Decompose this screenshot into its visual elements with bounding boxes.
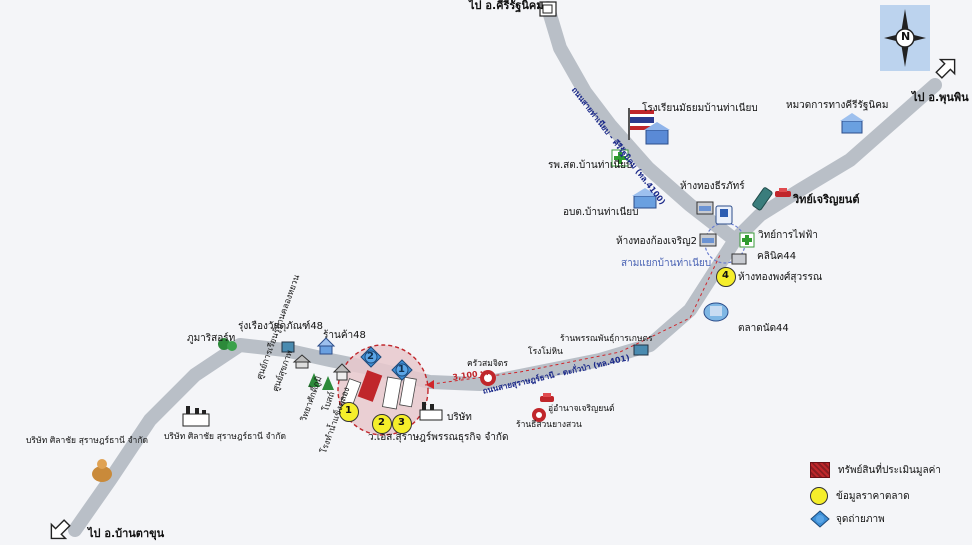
garden-shop-icon bbox=[532, 408, 546, 422]
market-icon bbox=[703, 302, 729, 322]
label-to-srirat: ไป อ.คีรีรัฐนิคม bbox=[469, 0, 544, 12]
tambon-office-icon bbox=[632, 188, 658, 209]
market-marker-4[interactable] bbox=[716, 267, 736, 287]
compass-rose-icon bbox=[884, 9, 926, 67]
label-to-ban-ta-khun: ไป อ.บ้านตาขุน bbox=[88, 527, 165, 540]
legend-property-swatch bbox=[810, 462, 830, 478]
garage-car-icon bbox=[540, 393, 554, 402]
label-health-station: รพ.สต.บ้านท่าเนียบ bbox=[548, 160, 633, 171]
car-icon bbox=[775, 188, 791, 197]
label-garage: อู่อำนาจเจริญยนต์ bbox=[548, 404, 615, 414]
market-marker-3[interactable] bbox=[392, 414, 412, 434]
label-shop48: ร้านค้า48 bbox=[323, 330, 366, 341]
market-marker-2[interactable] bbox=[372, 414, 392, 434]
road-network bbox=[68, 1, 942, 537]
label-company-full: ว.เอส.สุราษฎร์พรรณธุรกิจ จำกัด bbox=[368, 432, 509, 443]
buddha-icon bbox=[92, 459, 112, 482]
label-school: โรงเรียนมัธยมบ้านท่าเนียบ bbox=[642, 103, 758, 114]
gold-shop-2-icon bbox=[699, 233, 717, 247]
resort-tree-icon bbox=[218, 338, 237, 351]
label-construction-shop: รุ่งเรืองวัสดุภัณฑ์48 bbox=[238, 321, 324, 332]
legend-market-label: ข้อมูลราคาตลาด bbox=[836, 490, 910, 502]
market-marker-4-label: 4 bbox=[722, 270, 729, 281]
compass-letter: N bbox=[901, 30, 911, 43]
subject-buildings bbox=[340, 376, 417, 410]
road-northeast bbox=[728, 78, 942, 247]
legend-row-photo: จุดถ่ายภาพ bbox=[810, 510, 885, 528]
label-clinic: คลินิค44 bbox=[757, 251, 797, 262]
legend-property-label: ทรัพย์สินที่ประเมินมูลค่า bbox=[838, 464, 941, 476]
photo-marker-1[interactable] bbox=[391, 359, 413, 381]
market-marker-1[interactable] bbox=[339, 402, 359, 422]
photo-marker-1-label: 1 bbox=[398, 364, 405, 375]
arrow-north-icon bbox=[539, 1, 557, 17]
hospital-cross-icon-2 bbox=[739, 232, 755, 248]
market-marker-1-label: 1 bbox=[345, 405, 352, 416]
label-market: ตลาดนัด44 bbox=[738, 323, 789, 334]
label-electric: วิทย์การไฟฟ้า bbox=[758, 230, 818, 241]
learning-center-icon bbox=[292, 354, 312, 369]
arrow-northeast-icon bbox=[935, 58, 956, 79]
factory-company-icon bbox=[419, 402, 443, 421]
legend-row-property: ทรัพย์สินที่ประเมินมูลค่า bbox=[810, 462, 941, 478]
construction-shop-icon bbox=[281, 341, 295, 353]
flag-icon bbox=[628, 108, 654, 140]
factory-silathai-icon bbox=[182, 406, 210, 427]
clinic-icon bbox=[731, 253, 747, 265]
road-north bbox=[541, 1, 742, 247]
legend-row-market: ข้อมูลราคาตลาด bbox=[810, 487, 910, 505]
label-to-phunphin: ไป อ.พุนพิน bbox=[912, 91, 969, 104]
bus-icon bbox=[752, 187, 773, 211]
compass: N bbox=[880, 5, 930, 71]
hospital-cross-icon bbox=[611, 149, 629, 167]
market-marker-3-label: 3 bbox=[398, 417, 405, 428]
label-garden-shop: ร้านธีสวนยางสวน bbox=[516, 420, 582, 430]
label-company: บริษัท bbox=[447, 412, 472, 423]
gold-shop-1-icon bbox=[696, 201, 714, 215]
label-gold-shop-2: ห้างทองก้องเจริญ2 bbox=[616, 236, 698, 247]
legend: ทรัพย์สินที่ประเมินมูลค่า ข้อมูลราคาตลาด… bbox=[810, 462, 970, 542]
tree-icon-2 bbox=[322, 376, 334, 390]
label-gold-shop-1: ห้างทองธีรภัทร์ bbox=[680, 181, 745, 192]
label-kitchen: ครัวสมจิตร bbox=[467, 359, 508, 369]
atm-icon bbox=[715, 205, 733, 225]
label-silathai-1: บริษัท ศิลาชัย สุราษฎร์ธานี จำกัด bbox=[164, 432, 286, 442]
subject-property-shape bbox=[357, 370, 383, 402]
label-rice-mill: โรงโม่หิน bbox=[528, 347, 563, 357]
label-resort: ภูมาริสอร์ท bbox=[187, 333, 236, 344]
photo-marker-2-label: 2 bbox=[367, 351, 374, 362]
label-intersection: สามแยกบ้านท่าเนียบ bbox=[621, 258, 712, 269]
photo-marker-2[interactable] bbox=[360, 346, 382, 368]
arrow-southwest-icon bbox=[50, 519, 71, 540]
highway-unit-icon bbox=[840, 113, 864, 134]
distance-arrow bbox=[426, 380, 434, 389]
shop48-icon bbox=[316, 337, 336, 355]
agri-shop-icon bbox=[633, 344, 649, 356]
label-gold-shop-3: ห้างทองพงศ์สุวรรณ bbox=[738, 272, 823, 283]
school-icon bbox=[644, 122, 670, 145]
legend-photo-icon bbox=[810, 510, 830, 528]
label-agri-shop: ร้านพรรณพันธุ์การเกษตร bbox=[560, 334, 653, 344]
church-icon bbox=[332, 363, 352, 381]
label-silathai-2: บริษัท ศิลาชัย สุราษฎร์ธานี จำกัด bbox=[26, 436, 148, 446]
market-marker-2-label: 2 bbox=[378, 417, 385, 428]
legend-photo-label: จุดถ่ายภาพ bbox=[836, 513, 885, 525]
kitchen-icon bbox=[480, 370, 496, 386]
tree-icon bbox=[308, 373, 320, 387]
legend-market-swatch bbox=[810, 487, 828, 505]
label-car-shop-1: วิทย์เจริญยนต์ bbox=[793, 193, 860, 206]
label-tambon-office: อบต.บ้านท่าเนียบ bbox=[563, 207, 639, 218]
label-highway-unit: หมวดการทางคีรีรัฐนิคม bbox=[786, 100, 889, 111]
